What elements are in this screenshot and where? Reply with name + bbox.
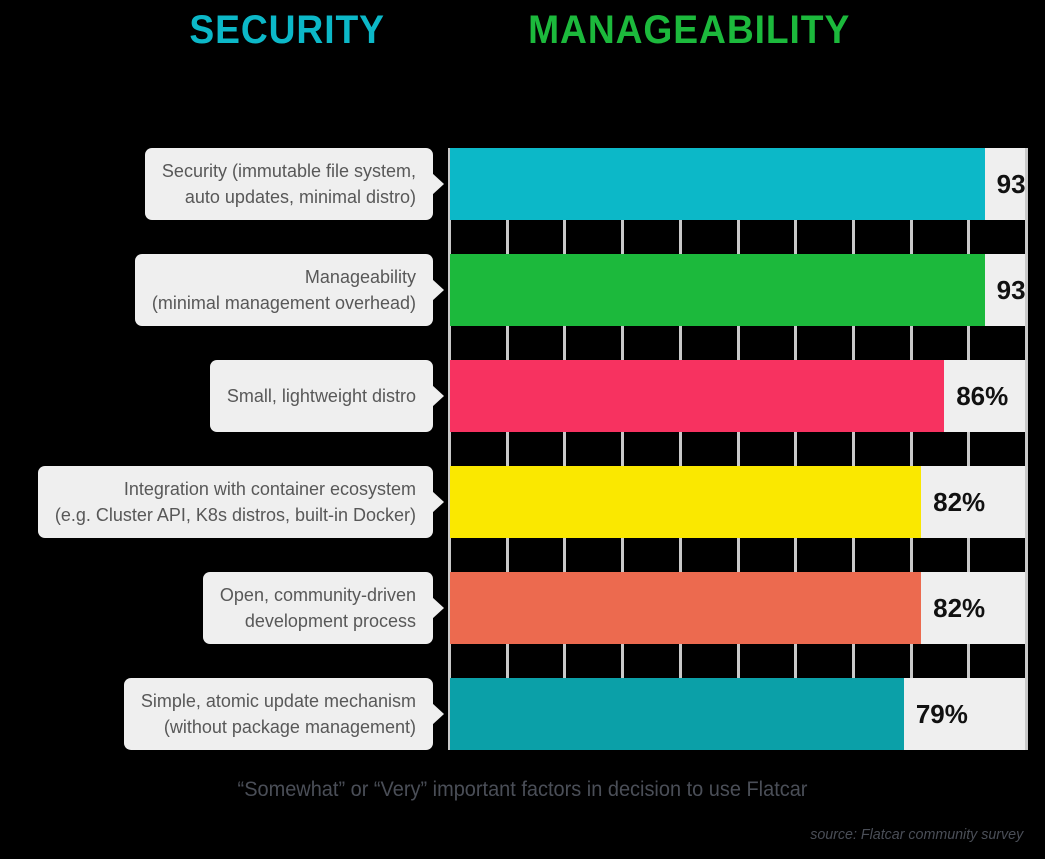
bar-category-label-line: Manageability (304, 267, 416, 287)
label-pointer-icon (432, 173, 444, 195)
bar-category-label: Security (immutable file system, auto upd… (144, 148, 433, 220)
gridline (967, 148, 971, 750)
gridline (736, 148, 740, 750)
chart-row: 82% Open, community-driven development pro… (0, 572, 1045, 644)
bar[interactable] (450, 360, 945, 432)
bar-category-label-line: Simple, atomic update mechanism (140, 691, 416, 711)
bar-value-label: 93 (996, 168, 1026, 199)
gridline (563, 148, 567, 750)
bar-category-label-line: development process (244, 611, 416, 631)
gridline (678, 148, 682, 750)
headline: SECURITY MANAGEABILITY (0, 0, 1045, 60)
bar-value-label: 79% (915, 698, 968, 729)
chart-row: 93 Manageability (minimal management overh… (0, 254, 1045, 326)
label-pointer-icon (432, 279, 444, 301)
headline-word-security: SECURITY (189, 8, 386, 52)
bar-category-label: Integration with container ecosystem (e.g… (37, 466, 433, 538)
chart-caption: “Somewhat” or “Very” important factors i… (237, 778, 808, 801)
bar-value-label: 86% (956, 380, 1009, 411)
gridline (505, 148, 509, 750)
bar-category-label-line: Security (immutable file system, (161, 161, 416, 181)
gridline (621, 148, 625, 750)
gridline (851, 148, 855, 750)
bar[interactable] (450, 678, 904, 750)
bar-value-label: 82% (933, 592, 986, 623)
bar-category-label: Manageability (minimal management overhea… (134, 254, 433, 326)
bar-value-label: 93 (996, 274, 1026, 305)
gridline (1025, 148, 1028, 750)
bar-value-label: 82% (933, 486, 986, 517)
bar-category-label-line: Small, lightweight distro (226, 386, 416, 406)
bar[interactable] (450, 254, 985, 326)
bar[interactable] (450, 572, 922, 644)
chart-row: 86% Small, lightweight distro (0, 360, 1045, 432)
bar-category-label-line: Integration with container ecosystem (123, 479, 416, 499)
bar-category-label: Open, community-driven development proces… (202, 572, 433, 644)
chart-axis-left (448, 148, 451, 750)
bar-chart: 93 Security (immutable file system, auto u… (0, 148, 1045, 750)
bar[interactable] (450, 466, 922, 538)
bar-category-label: Simple, atomic update mechanism (without … (123, 678, 433, 750)
label-pointer-icon (432, 597, 444, 619)
chart-row: 79% Simple, atomic update mechanism (witho… (0, 678, 1045, 750)
headline-word-manageability: MANAGEABILITY (528, 8, 851, 52)
chart-row: 93 Security (immutable file system, auto u… (0, 148, 1045, 220)
label-pointer-icon (432, 385, 444, 407)
bar-category-label-line: auto updates, minimal distro) (184, 187, 416, 207)
bar-category-label-line: (minimal management overhead) (151, 293, 416, 313)
bar-category-label-line: (e.g. Cluster API, K8s distros, built-in… (54, 505, 416, 525)
gridline (794, 148, 798, 750)
bar-category-label-line: Open, community-driven (219, 585, 416, 605)
label-pointer-icon (432, 491, 444, 513)
chart-row: 82% Integration with container ecosystem (… (0, 466, 1045, 538)
label-pointer-icon (432, 703, 444, 725)
gridline (909, 148, 913, 750)
bar-category-label-line: (without package management) (163, 717, 416, 737)
bar-category-label: Small, lightweight distro (209, 360, 433, 432)
bar[interactable] (450, 148, 985, 220)
chart-source: source: Flatcar community survey (809, 826, 1023, 843)
